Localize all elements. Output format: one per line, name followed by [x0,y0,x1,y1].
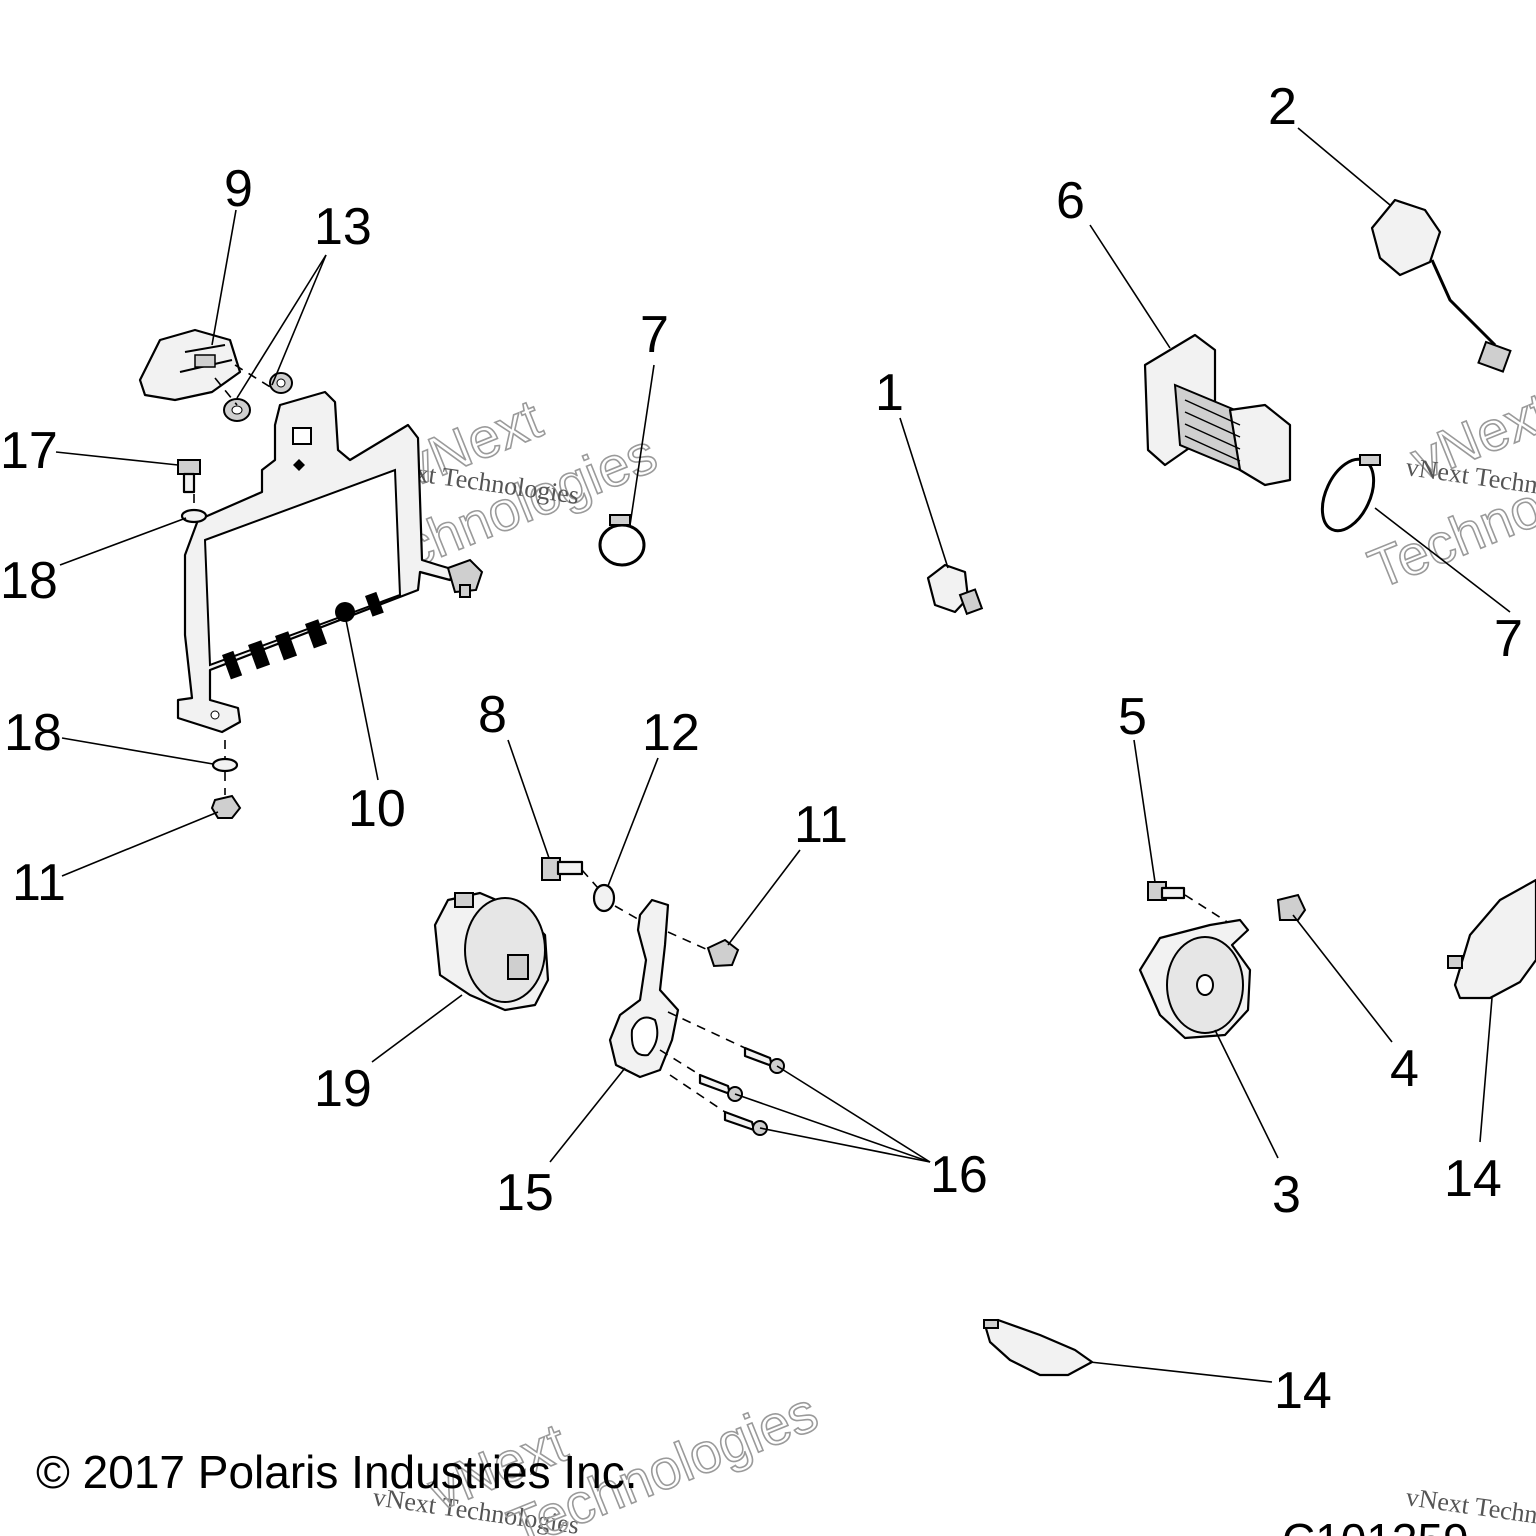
callout-2: 2 [1268,78,1297,136]
part-8-bolt [541,857,584,881]
callout-18-bottom: 18 [4,704,62,762]
part-7-cable-tie-left [598,514,646,567]
plate-bracket-lettering [222,591,384,680]
copyright-notice: © 2017 Polaris Industries Inc. [36,1446,638,1498]
part-3-horn [1138,918,1252,1040]
watermark-bottom: vNext Technologies [418,1379,826,1536]
callout-15: 15 [496,1164,554,1222]
callout-labels: 1 2 3 4 5 6 7 7 8 9 10 11 11 12 13 14 14… [0,78,1523,1420]
callout-17: 17 [0,422,58,480]
part-14-light-right [1447,878,1536,1000]
callout-4: 4 [1390,1040,1419,1098]
part-12-washer [592,883,616,913]
callout-3: 3 [1272,1166,1301,1224]
callout-19: 19 [314,1060,372,1118]
part-19-actuator [433,891,550,1012]
part-14-light-bottom [983,1318,1094,1377]
callout-12: 12 [642,704,700,762]
callout-10: 10 [348,780,406,838]
callout-11-center: 11 [794,796,848,854]
callout-9: 9 [224,160,253,218]
part-5-bolt [1147,881,1186,901]
part-4-nut [1276,893,1307,921]
part-1-switch [926,563,984,616]
leader-lines [55,127,1511,1383]
part-7-cable-tie-right [1320,454,1381,533]
callout-11-left: 11 [12,854,66,912]
callout-14-bottom: 14 [1274,1362,1332,1420]
part-6-control-module [1143,333,1292,487]
figure-code: C101359 [1282,1514,1469,1536]
callout-7-right: 7 [1494,610,1523,668]
part-10-plate-bracket [176,390,484,734]
callout-7-left: 7 [640,306,669,364]
callout-18-top: 18 [0,552,58,610]
part-11-nut-center [706,938,740,968]
callout-16: 16 [930,1146,988,1204]
callout-14-right: 14 [1444,1150,1502,1208]
part-17-bolt [177,459,201,494]
callout-6: 6 [1056,172,1085,230]
part-9-license-light [138,328,242,402]
part-15-bracket [608,898,680,1079]
callout-13: 13 [314,198,372,256]
callout-1: 1 [875,364,904,422]
part-18-washer-bottom [211,757,239,773]
part-16-screws [698,1046,785,1136]
callout-8: 8 [478,686,507,744]
callout-5: 5 [1118,688,1147,746]
part-11-nut-left [210,794,242,819]
part-2-sensor [1370,198,1512,373]
part-18-washer-top [180,508,208,524]
